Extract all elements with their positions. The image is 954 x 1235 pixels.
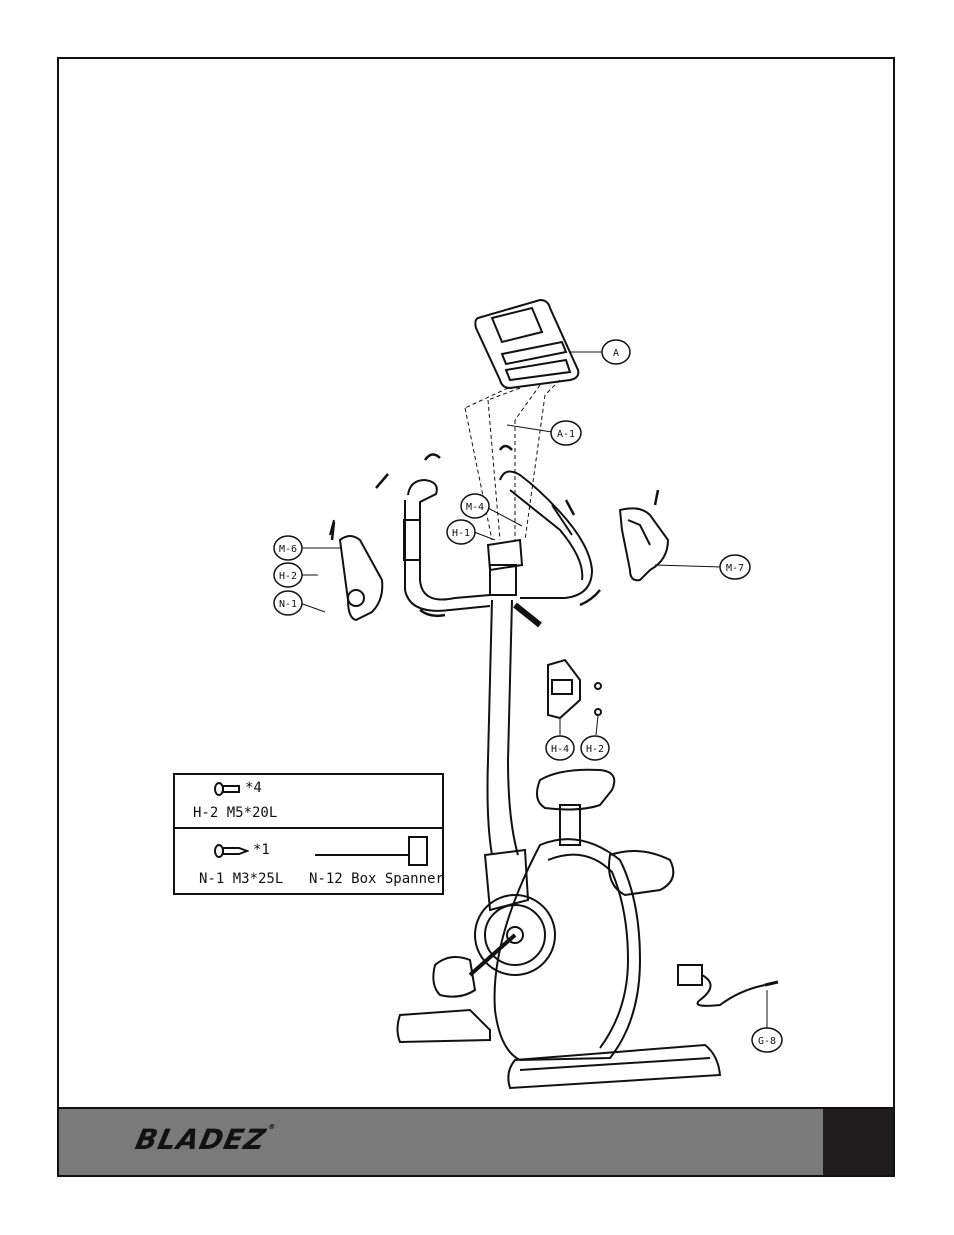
brand-logo: BLADEZ®: [132, 1123, 277, 1156]
bolt-qty: *4: [245, 780, 262, 796]
callout-a1: A-1: [557, 429, 575, 440]
cover-m6-illustration: [329, 519, 384, 622]
console-illustration: [474, 298, 580, 390]
page-number-tab: [823, 1109, 893, 1175]
spanner-label: N-12 Box Spanner: [309, 871, 444, 887]
adapter-illustration: [677, 964, 779, 1007]
cover-m7-illustration: [618, 507, 670, 582]
callout-h4: H-4: [551, 744, 569, 755]
callout-h2a: H-2: [279, 571, 297, 582]
callout-h2b: H-2: [586, 744, 604, 755]
arrows: [330, 444, 660, 618]
handlebar-illustration: [403, 470, 594, 612]
callout-m6: M-6: [279, 544, 297, 555]
hardware-box: *4 H-2 M5*20L *1 N-1 M3*25L N-12 Box Spa…: [173, 773, 444, 895]
callout-m4: M-4: [466, 502, 484, 513]
callout-g8: G-8: [758, 1036, 776, 1047]
stem-illustration: [486, 538, 542, 856]
brand-mark: ®: [267, 1123, 278, 1131]
hardware-row-screw-spanner: *1 N-1 M3*25L N-12 Box Spanner: [175, 827, 444, 893]
callout-m7: M-7: [726, 563, 744, 574]
callout-h1: H-1: [452, 528, 470, 539]
hardware-row-bolt: *4 H-2 M5*20L: [175, 775, 442, 829]
brand-name: BLADEZ: [132, 1123, 270, 1156]
screw-label: N-1 M3*25L: [199, 871, 284, 887]
callout-a: A: [613, 348, 619, 359]
bolt-icon: [214, 782, 240, 796]
callout-n1: N-1: [279, 599, 297, 610]
bolt-label: H-2 M5*20L: [193, 805, 278, 821]
footer-band: BLADEZ®: [57, 1107, 895, 1177]
bike-body-illustration: [396, 768, 722, 1090]
screw-icon: [214, 844, 249, 858]
box-spanner-icon: [315, 836, 428, 866]
screw-qty: *1: [253, 842, 270, 858]
bottle-holder-illustration: [547, 658, 602, 720]
